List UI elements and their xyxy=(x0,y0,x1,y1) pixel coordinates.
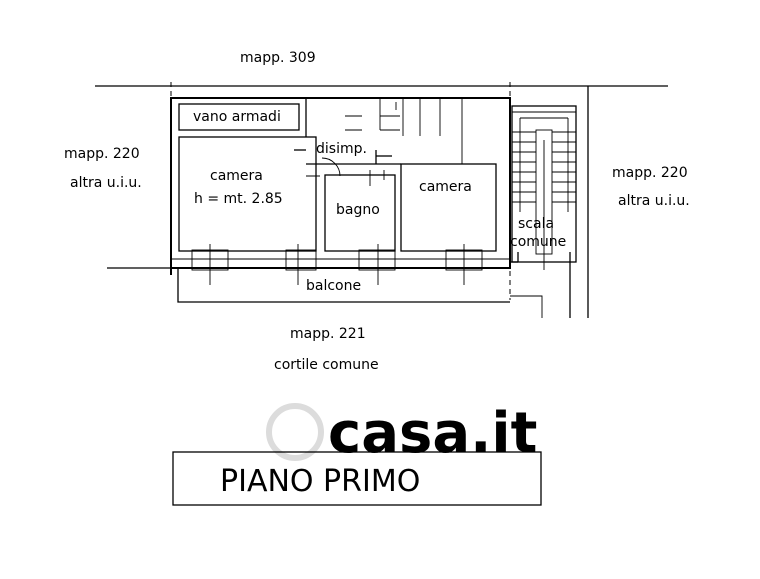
label-scala: scala xyxy=(518,216,554,232)
property-lines xyxy=(95,82,668,318)
label-height: h = mt. 2.85 xyxy=(194,191,283,207)
label-mapp-221: mapp. 221 xyxy=(290,326,366,342)
apartment-walls xyxy=(170,97,511,285)
watermark-house-icon xyxy=(266,403,324,461)
label-vano-armadi: vano armadi xyxy=(193,109,281,125)
scala-comune-stair xyxy=(510,105,577,318)
label-mapp-309: mapp. 309 xyxy=(240,50,316,66)
label-disimp: disimp. xyxy=(316,141,367,157)
camera-left-room xyxy=(178,136,317,252)
bagno-room xyxy=(324,174,396,252)
label-balcone: balcone xyxy=(306,278,361,294)
label-altra-uiu-right: altra u.i.u. xyxy=(618,193,690,209)
watermark: casa.it xyxy=(266,401,537,466)
title-box xyxy=(172,451,542,506)
balcone-outline xyxy=(177,268,543,318)
watermark-text: casa.it xyxy=(328,401,537,466)
label-bagno: bagno xyxy=(336,202,380,218)
label-comune: comune xyxy=(510,234,566,250)
label-mapp-220-left: mapp. 220 xyxy=(64,146,140,162)
label-camera-left: camera xyxy=(210,168,263,184)
label-camera-right: camera xyxy=(419,179,472,195)
label-cortile-comune: cortile comune xyxy=(274,357,379,373)
camera-right-room xyxy=(400,163,497,252)
plan-title: PIANO PRIMO xyxy=(220,464,420,499)
label-altra-uiu-left: altra u.i.u. xyxy=(70,175,142,191)
vano-armadi-room xyxy=(178,103,300,131)
label-mapp-220-right: mapp. 220 xyxy=(612,165,688,181)
